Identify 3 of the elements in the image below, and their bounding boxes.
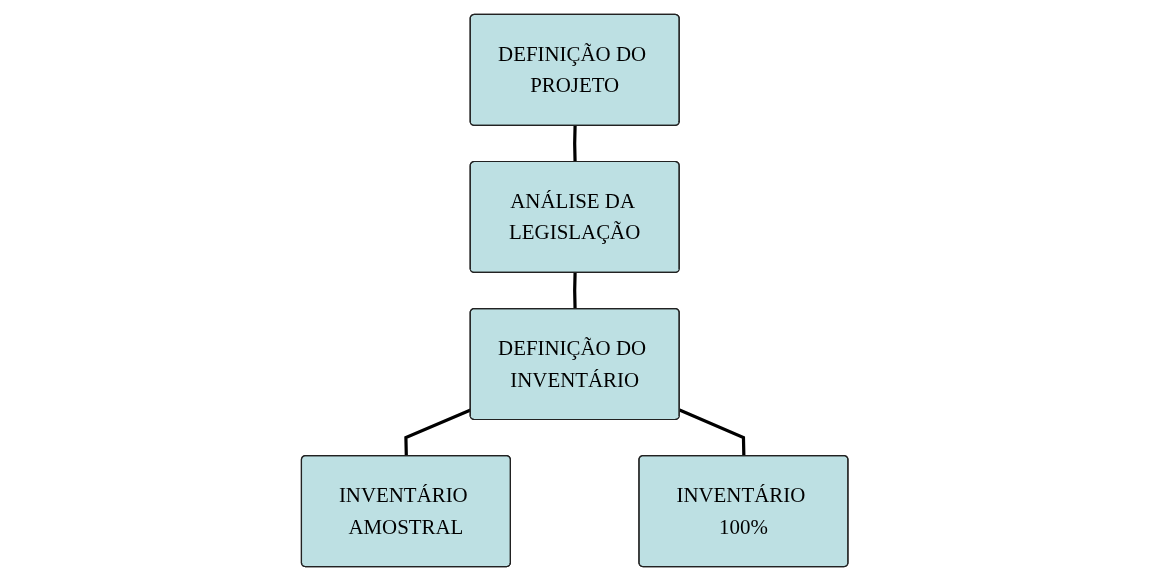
connector (679, 407, 746, 456)
connector (573, 125, 577, 162)
connector (573, 272, 577, 309)
